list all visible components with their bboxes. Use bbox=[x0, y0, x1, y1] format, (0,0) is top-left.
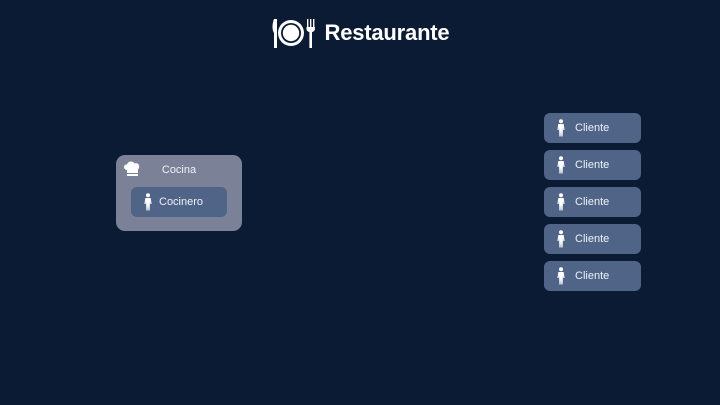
person-icon bbox=[557, 193, 565, 211]
clients-list: Cliente Cliente Cliente Cliente Cliente bbox=[544, 113, 641, 298]
app-header: Restaurante bbox=[0, 14, 720, 52]
kitchen-label: Cocina bbox=[161, 164, 197, 176]
cook-label: Cocinero bbox=[159, 196, 204, 208]
kitchen-panel[interactable]: Cocina Cocinero bbox=[116, 155, 242, 231]
client-item[interactable]: Cliente bbox=[544, 261, 641, 291]
client-label: Cliente bbox=[575, 122, 610, 134]
cook-item[interactable]: Cocinero bbox=[131, 187, 227, 217]
person-icon bbox=[144, 193, 152, 211]
client-label: Cliente bbox=[575, 270, 610, 282]
client-item[interactable]: Cliente bbox=[544, 224, 641, 254]
chef-hat-icon bbox=[124, 161, 140, 176]
person-icon bbox=[557, 156, 565, 174]
client-item[interactable]: Cliente bbox=[544, 150, 641, 180]
person-icon bbox=[557, 267, 565, 285]
client-label: Cliente bbox=[575, 196, 610, 208]
client-item[interactable]: Cliente bbox=[544, 113, 641, 143]
plate-fork-knife-icon bbox=[272, 19, 315, 48]
client-item[interactable]: Cliente bbox=[544, 187, 641, 217]
app-title: Restaurante bbox=[324, 20, 450, 45]
client-label: Cliente bbox=[575, 159, 610, 171]
person-icon bbox=[557, 119, 565, 137]
person-icon bbox=[557, 230, 565, 248]
client-label: Cliente bbox=[575, 233, 610, 245]
